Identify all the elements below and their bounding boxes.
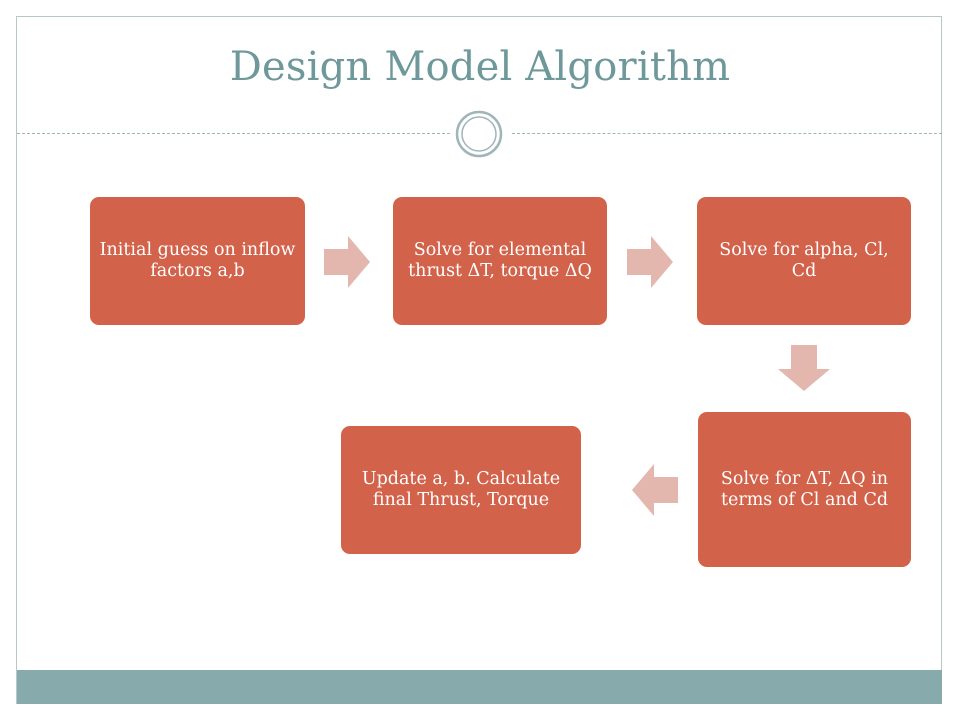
step-solve-elemental: Solve for elemental thrust ΔT, torque ΔQ xyxy=(393,197,607,325)
step-update: Update a, b. Calculate final Thrust, Tor… xyxy=(341,426,581,554)
left-arrow-icon xyxy=(632,464,678,516)
step-solve-terms: Solve for ΔT, ΔQ in terms of Cl and Cd xyxy=(698,412,911,567)
footer-bar xyxy=(17,670,942,704)
step-label: Update a, b. Calculate final Thrust, Tor… xyxy=(361,469,561,510)
step-label: Initial guess on inflow factors a,b xyxy=(99,240,296,281)
step-label: Solve for alpha, Cl, Cd xyxy=(719,240,889,281)
step-label: Solve for elemental thrust ΔT, torque ΔQ xyxy=(408,240,592,281)
step-label: Solve for ΔT, ΔQ in terms of Cl and Cd xyxy=(720,468,889,510)
down-arrow-icon xyxy=(778,345,830,391)
slide-title: Design Model Algorithm xyxy=(229,44,731,90)
right-arrow-icon xyxy=(324,236,370,288)
right-arrow-icon xyxy=(627,236,673,288)
step-solve-alpha: Solve for alpha, Cl, Cd xyxy=(697,197,911,325)
step-initial-guess: Initial guess on inflow factors a,b xyxy=(90,197,305,325)
title-divider-left xyxy=(17,133,450,134)
title-divider-right xyxy=(512,133,942,134)
circle-ornament-icon xyxy=(455,110,503,158)
